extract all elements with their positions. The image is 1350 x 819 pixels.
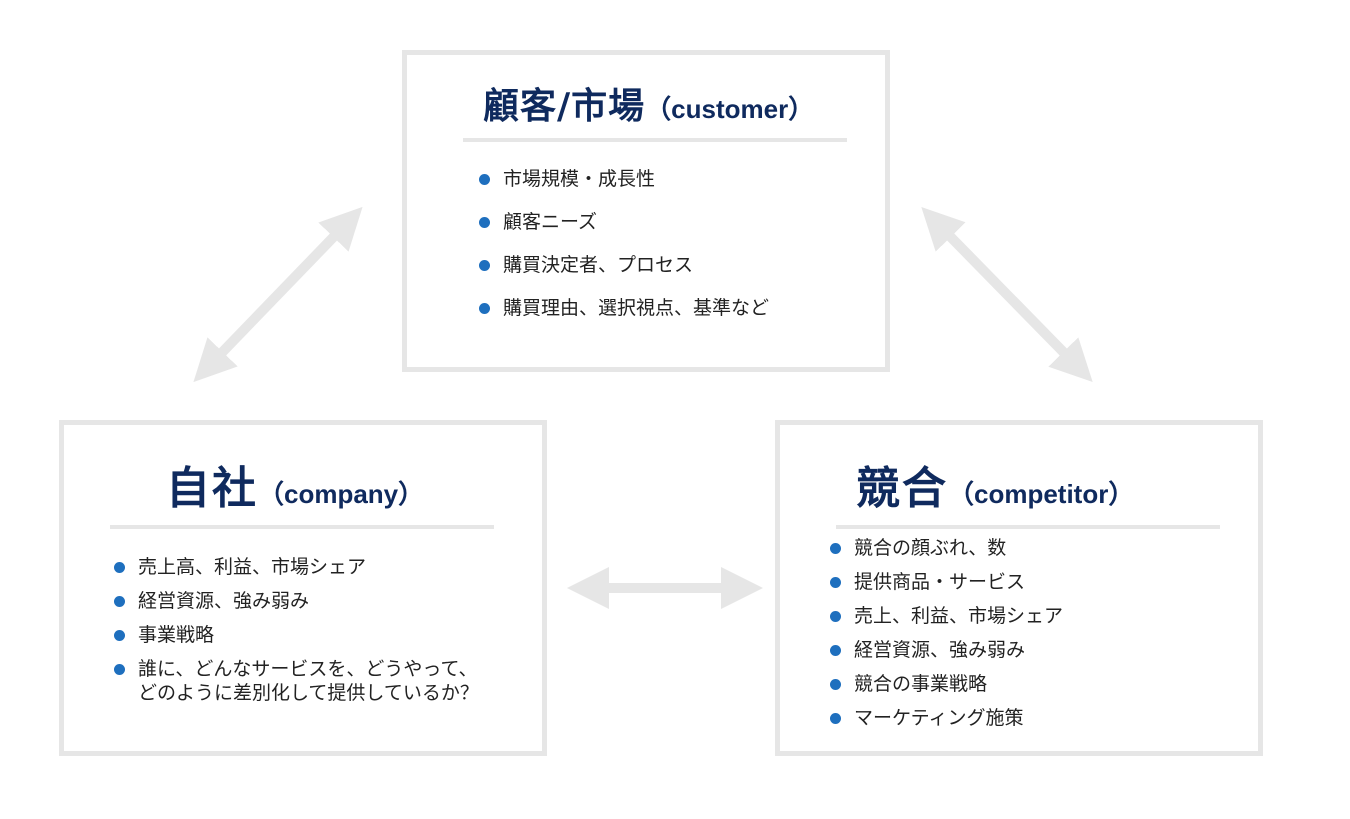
list-item: 競合の顔ぶれ、数	[830, 536, 1063, 570]
company-title-rule	[110, 525, 494, 529]
list-item: 売上、利益、市場シェア	[830, 604, 1063, 638]
bullet-dot	[830, 713, 841, 724]
bullet-dot	[830, 611, 841, 622]
bullet-dot	[479, 260, 490, 271]
customer-title: 顧客/市場（customer）	[483, 89, 814, 125]
list-item: マーケティング施策	[830, 706, 1063, 740]
customer-title-sub: （customer）	[645, 94, 815, 124]
company-title: 自社（company）	[166, 467, 424, 511]
bullet-dot	[479, 303, 490, 314]
list-item: 市場規模・成長性	[479, 167, 769, 210]
competitor-title: 競合（competitor）	[856, 467, 1134, 511]
company-title-sub: （company）	[258, 479, 425, 509]
company-list: 売上高、利益、市場シェア 経営資源、強み弱み 事業戦略 誰に、どんなサービスを、…	[114, 555, 479, 715]
competitor-title-main: 競合	[856, 463, 948, 514]
list-item: 競合の事業戦略	[830, 672, 1063, 706]
bullet-dot	[830, 577, 841, 588]
list-item: 提供商品・サービス	[830, 570, 1063, 604]
list-item: 経営資源、強み弱み	[830, 638, 1063, 672]
list-item: 事業戦略	[114, 623, 479, 647]
customer-title-rule	[463, 138, 847, 142]
bullet-dot	[830, 645, 841, 656]
customer-list: 市場規模・成長性 顧客ニーズ 購買決定者、プロセス 購買理由、選択視点、基準など	[479, 167, 769, 339]
bullet-dot	[114, 596, 125, 607]
company-box: 自社（company） 売上高、利益、市場シェア 経営資源、強み弱み 事業戦略 …	[59, 420, 547, 756]
bullet-dot	[479, 174, 490, 185]
customer-competitor-arrow	[921, 206, 1093, 383]
bullet-dot	[830, 679, 841, 690]
customer-title-main: 顧客/市場	[483, 86, 646, 127]
customer-box: 顧客/市場（customer） 市場規模・成長性 顧客ニーズ 購買決定者、プロセ…	[402, 50, 890, 372]
list-item: 顧客ニーズ	[479, 210, 769, 253]
bullet-dot	[114, 664, 125, 675]
list-item: 購買決定者、プロセス	[479, 253, 769, 296]
company-title-main: 自社	[166, 463, 258, 514]
list-item: 誰に、どんなサービスを、どうやって、どのように差別化して提供しているか？	[114, 657, 479, 705]
bullet-dot	[114, 630, 125, 641]
customer-company-arrow	[193, 206, 363, 383]
competitor-title-sub: （competitor）	[948, 479, 1135, 509]
competitor-box: 競合（competitor） 競合の顔ぶれ、数 提供商品・サービス 売上、利益、…	[775, 420, 1263, 756]
list-item: 売上高、利益、市場シェア	[114, 555, 479, 579]
bullet-dot	[479, 217, 490, 228]
competitor-list: 競合の顔ぶれ、数 提供商品・サービス 売上、利益、市場シェア 経営資源、強み弱み…	[830, 536, 1063, 740]
bullet-dot	[114, 562, 125, 573]
list-item: 経営資源、強み弱み	[114, 589, 479, 613]
bullet-dot	[830, 543, 841, 554]
list-item: 購買理由、選択視点、基準など	[479, 296, 769, 339]
competitor-title-rule	[836, 525, 1220, 529]
